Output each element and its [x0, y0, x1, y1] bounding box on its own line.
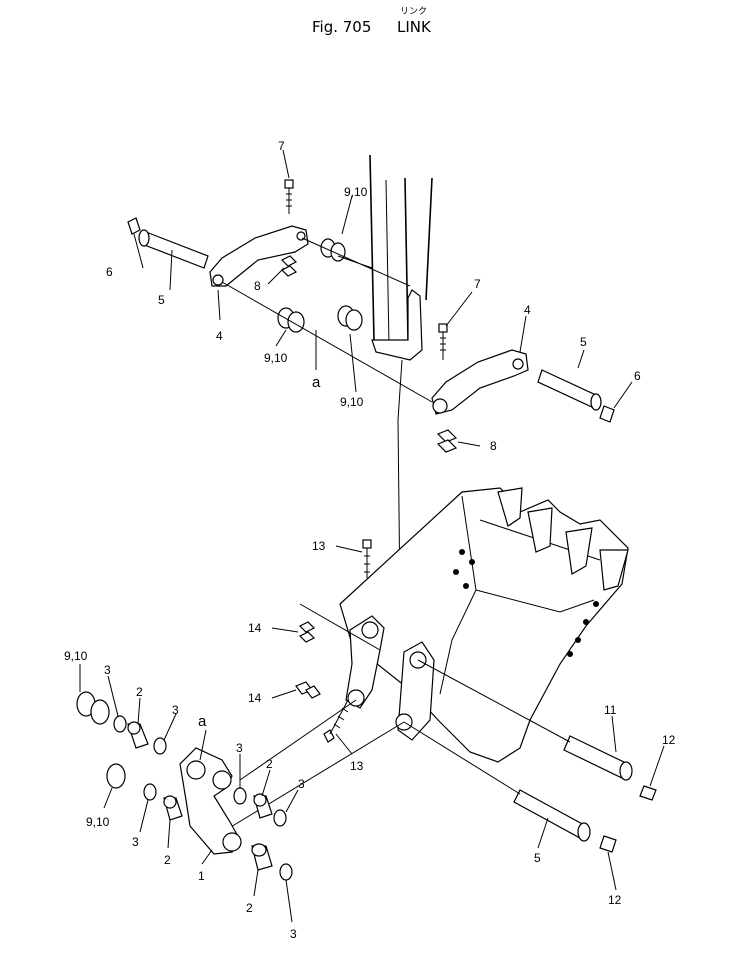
fitting-12-bottom	[599, 835, 617, 853]
callout-3-e: 3	[132, 835, 139, 849]
link-right-4	[431, 349, 529, 415]
fitting-6-right	[599, 405, 615, 423]
bushing-2-a	[127, 721, 149, 749]
bolt-13-top	[362, 539, 372, 578]
seal-3-d	[273, 809, 287, 827]
callout-910-mid-left: 9,10	[264, 351, 288, 365]
shims-910-left	[76, 691, 110, 725]
callout-4-right: 4	[524, 303, 531, 317]
callout-3-a: 3	[104, 663, 111, 677]
shim-910-mid	[337, 305, 363, 331]
callout-2-a: 2	[136, 685, 143, 699]
centerline-upper-1	[221, 281, 433, 403]
callout-910-mid: 9,10	[340, 395, 364, 409]
bucket	[339, 487, 629, 763]
callout-13-bot: 13	[350, 759, 364, 773]
callout-labels: 7 9,10 6 5 8 4 9,10 a 9,10 7 4 5 6 8 13 …	[64, 139, 676, 941]
link-left-4	[209, 225, 309, 287]
callout-3-b: 3	[172, 703, 179, 717]
pin-11	[563, 735, 633, 781]
bushing-2-b	[253, 793, 273, 819]
seal-3-f	[279, 863, 293, 881]
callout-11: 11	[604, 703, 617, 717]
centerline-lower-1	[417, 659, 571, 743]
title-english: LINK	[397, 18, 431, 36]
nut-8-top	[280, 255, 298, 277]
title-japanese: リンク	[400, 7, 428, 17]
centerline-lower-3	[299, 603, 381, 651]
callout-3-f: 3	[290, 927, 297, 941]
pin-5-bottom	[513, 789, 591, 842]
bolt-7-right	[438, 323, 448, 360]
bushing-2-c	[163, 795, 183, 821]
callout-6-left: 6	[106, 265, 113, 279]
link-lever	[345, 615, 385, 709]
nut-14-top	[298, 621, 316, 643]
pin-5-right	[537, 369, 602, 411]
bolt-7-top	[284, 179, 294, 214]
callout-14-top: 14	[248, 621, 262, 635]
callout-12-top: 12	[662, 733, 676, 747]
leader-lines	[79, 149, 665, 923]
shim-910-left2	[106, 763, 126, 789]
callout-a-bot: a	[198, 713, 207, 730]
fitting-12-top	[639, 785, 657, 801]
callout-910-left2: 9,10	[86, 815, 110, 829]
shim-910-mid-left	[277, 307, 305, 333]
nut-8-right	[436, 429, 458, 453]
callout-5-right: 5	[580, 335, 587, 349]
callout-7-right: 7	[474, 277, 481, 291]
link-part-1	[179, 747, 242, 855]
bolt-13-bot	[323, 699, 349, 743]
callout-7-top: 7	[278, 139, 285, 153]
figure-number: Fig. 705	[312, 18, 372, 36]
callout-8-right: 8	[490, 439, 497, 453]
seal-3-b	[153, 737, 167, 755]
callout-4-left: 4	[216, 329, 223, 343]
callout-a-top: a	[312, 374, 321, 391]
pin-5-left	[138, 229, 209, 269]
callout-1: 1	[198, 869, 205, 883]
callout-910-top: 9,10	[344, 185, 368, 199]
callout-910-left: 9,10	[64, 649, 88, 663]
centerline-lower-2	[403, 721, 521, 795]
callout-13-top: 13	[312, 539, 326, 553]
bushing-2-d	[251, 843, 273, 871]
seal-3-a	[113, 715, 127, 733]
centerline-lower-4	[215, 721, 405, 837]
callout-2-d: 2	[246, 901, 253, 915]
callout-8-top: 8	[254, 279, 261, 293]
callout-2-b: 2	[266, 757, 273, 771]
nut-14-bot	[295, 681, 321, 699]
seal-3-e	[143, 783, 157, 801]
shim-910-top	[320, 238, 346, 262]
callout-5-left: 5	[158, 293, 165, 307]
callout-14-bot: 14	[248, 691, 262, 705]
arm-column	[369, 154, 433, 601]
callout-3-c: 3	[236, 741, 243, 755]
callout-2-c: 2	[164, 853, 171, 867]
callout-3-d: 3	[298, 777, 305, 791]
centerline-lower-5	[239, 699, 357, 781]
centerline-upper-2	[301, 237, 411, 287]
callout-6-right: 6	[634, 369, 641, 383]
callout-5-bot: 5	[534, 851, 541, 865]
callout-12-bot: 12	[608, 893, 622, 907]
seal-3-c	[233, 787, 247, 805]
fitting-6-left	[127, 217, 141, 235]
